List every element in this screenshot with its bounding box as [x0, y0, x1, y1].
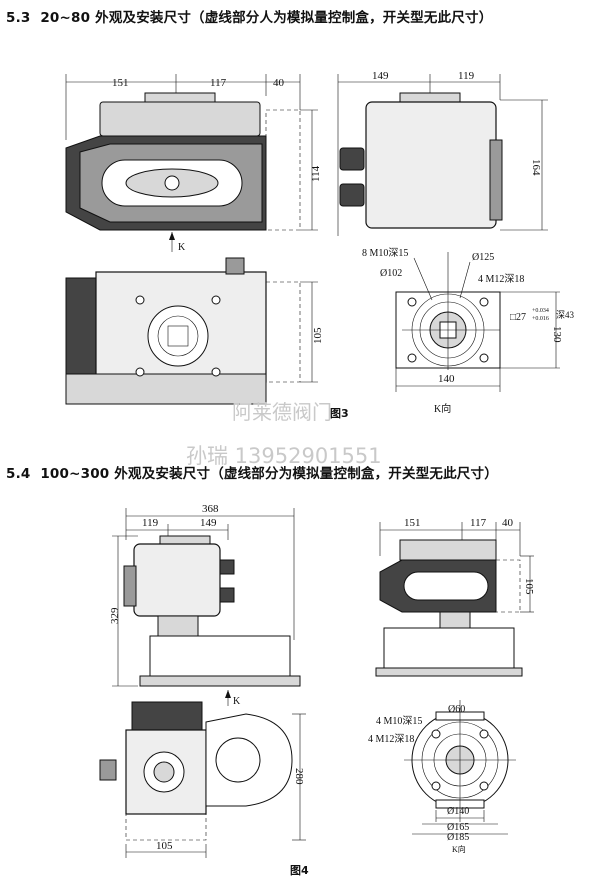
section-5-4-heading: 5.4 100~300 外观及安装尺寸（虚线部分为模拟量控制盒，开关型无此尺寸）	[6, 462, 498, 482]
dim-40-b: 40	[502, 517, 514, 529]
section-number: 5.4	[6, 466, 31, 482]
figure-4-caption: 图4	[290, 864, 309, 877]
dim-151: 151	[112, 77, 129, 89]
left-elevation: 368 119 149 329 K	[109, 503, 301, 707]
dim-117-b: 117	[470, 517, 487, 529]
side-view: 149 119 164	[337, 70, 548, 236]
figure-3-caption: 图3	[330, 407, 349, 420]
flange-dia-60: Ø60	[448, 704, 465, 715]
flange-square-27: □27	[510, 312, 526, 323]
dim-40: 40	[273, 77, 285, 89]
section-title: 100~300 外观及安装尺寸（虚线部分为模拟量控制盒，开关型无此尺寸）	[40, 466, 498, 482]
flange-holes-4-m12: 4 M12深18	[478, 273, 524, 285]
section-5-3-heading: 5.3 20~80 外观及安装尺寸（虚线部分人为模拟量控制盒，开关型无此尺寸）	[6, 6, 492, 26]
flange-view: 8 M10深15 Ø125 Ø102 4 M12深18 □27 +0.034 +…	[362, 247, 575, 415]
flange-depth-43: 深43	[556, 310, 575, 320]
bottom-plan: 105 280	[99, 701, 306, 858]
dim-280: 280	[293, 768, 305, 785]
flange-dia-102: Ø102	[380, 268, 402, 279]
flange-holes-8-m10: 8 M10深15	[362, 247, 408, 259]
flange-holes-4-m10: 4 M10深15	[376, 715, 422, 727]
flange-view-b: Ø60 4 M10深15 4 M12深18 Ø140 Ø165 Ø185 K向	[368, 700, 516, 854]
dim-119: 119	[458, 70, 475, 82]
k-arrow-label-b: K	[233, 696, 241, 707]
section-title: 20~80 外观及安装尺寸（虚线部分人为模拟量控制盒，开关型无此尺寸）	[40, 10, 493, 26]
flange-dia-185: Ø185	[447, 832, 469, 843]
flange-holes-4-m12-b: 4 M12深18	[368, 733, 414, 745]
dim-164: 164	[530, 159, 542, 176]
dim-105-c: 105	[156, 840, 173, 852]
dim-119-b: 119	[142, 517, 159, 529]
right-elevation: 151 117 40 105	[375, 517, 535, 677]
dim-140: 140	[438, 373, 455, 385]
dim-117: 117	[210, 77, 227, 89]
flange-dia-140: Ø140	[447, 806, 469, 817]
dim-329: 329	[109, 607, 121, 624]
top-view: 105	[65, 257, 324, 405]
k-arrow-label: K	[178, 242, 186, 253]
dim-149: 149	[372, 70, 389, 82]
flange-dia-165: Ø165	[447, 822, 469, 833]
k-view-label: K向	[434, 402, 451, 415]
dim-105: 105	[312, 327, 324, 344]
dim-149-b: 149	[200, 517, 217, 529]
dim-368: 368	[202, 503, 219, 515]
dim-130: 130	[551, 326, 563, 343]
dim-151-b: 151	[404, 517, 421, 529]
flange-tol-upper: +0.034	[532, 308, 549, 314]
dim-105-b: 105	[523, 578, 535, 595]
section-number: 5.3	[6, 10, 31, 26]
flange-tol-lower: +0.016	[532, 316, 549, 322]
flange-dia-125: Ø125	[472, 252, 494, 263]
k-view-label-b: K向	[452, 844, 466, 854]
front-view: 151 117 40 114 K	[65, 74, 322, 253]
dim-114: 114	[310, 165, 322, 182]
